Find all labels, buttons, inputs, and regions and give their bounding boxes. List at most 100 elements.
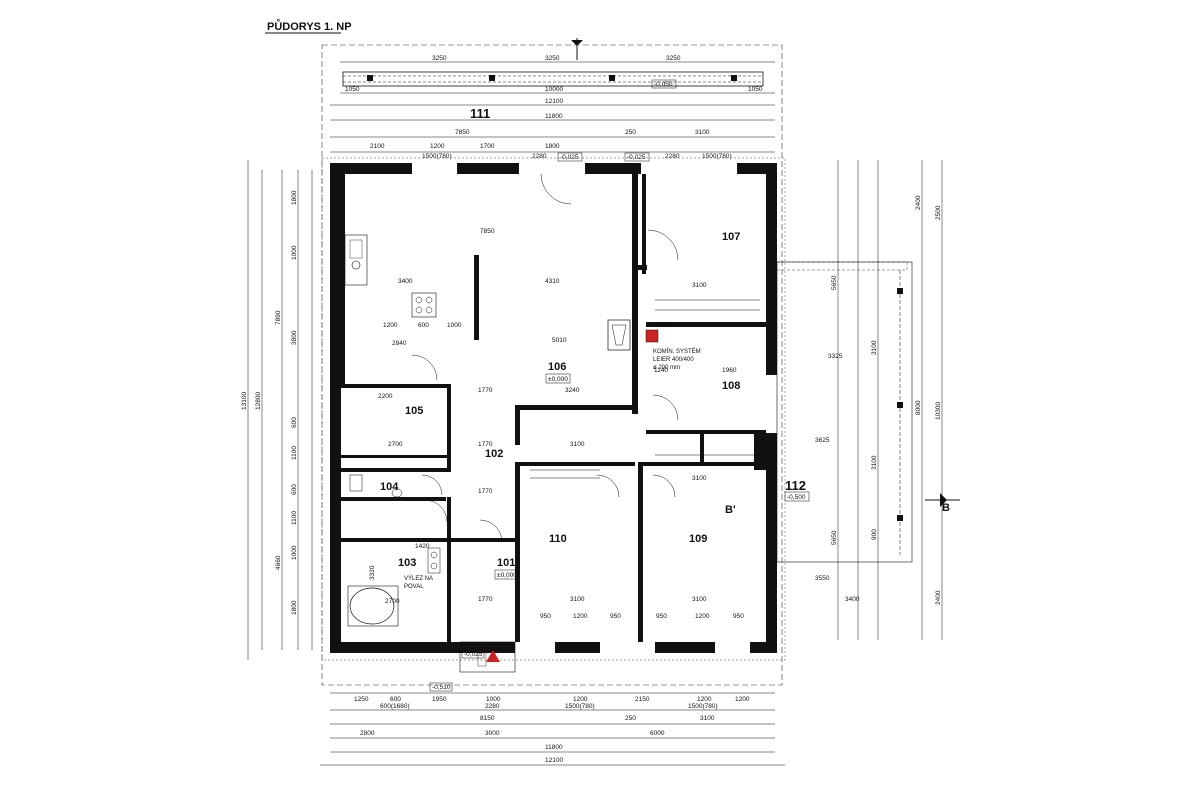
dim-inner-34: 3550 bbox=[815, 575, 830, 582]
right-dimensions bbox=[837, 160, 943, 640]
room-label-105: 105 bbox=[405, 405, 423, 417]
dim-inner-19: 3100 bbox=[692, 596, 707, 603]
dim-right-5: 10300 bbox=[935, 402, 942, 420]
fireplace bbox=[607, 319, 659, 351]
outer-walls bbox=[321, 157, 786, 661]
section-b-label: B bbox=[942, 502, 950, 514]
level-entry: -0,025 bbox=[464, 651, 483, 658]
level-top-right: -0,025 bbox=[627, 154, 646, 161]
dim-top-6b: 2280 bbox=[532, 153, 547, 160]
dim-right-3a: 3100 bbox=[871, 340, 878, 355]
dim-inner-31: 1420 bbox=[415, 543, 430, 550]
dim-inner-20: 3100 bbox=[692, 475, 707, 482]
room-label-107: 107 bbox=[722, 231, 740, 243]
dim-inner-22: 1140 bbox=[654, 367, 668, 374]
dim-bot-1b: 600 bbox=[390, 696, 401, 703]
dim-inner-18: 3100 bbox=[570, 596, 585, 603]
level-top-bar: -0,050 bbox=[654, 81, 673, 88]
interior-walls bbox=[341, 174, 766, 642]
dim-inner-23: 950 bbox=[540, 613, 551, 620]
dim-bot-4a: 2800 bbox=[360, 730, 375, 737]
dim-inner-5: 1000 bbox=[447, 322, 462, 329]
bathtub bbox=[347, 474, 441, 627]
dim-top-3: 12100 bbox=[545, 98, 563, 105]
dim-right-4: 8000 bbox=[915, 400, 922, 415]
dim-inner-28: 950 bbox=[733, 613, 744, 620]
dim-left-1c: 3800 bbox=[291, 330, 298, 345]
dim-inner-17: 3100 bbox=[570, 441, 585, 448]
level-bottom: -0,510 bbox=[432, 684, 451, 691]
note-chimney-3: ø 200 mm bbox=[653, 365, 680, 371]
dim-top-6c: 2280 bbox=[665, 153, 680, 160]
plan-title: PŮDORYS 1. NP bbox=[267, 19, 352, 33]
dim-right-1b: 2500 bbox=[935, 205, 942, 220]
dim-bot-3b: 250 bbox=[625, 715, 636, 722]
dim-top-5f: 250 bbox=[625, 129, 636, 136]
dim-top-5e: 1800 bbox=[545, 143, 560, 150]
dim-inner-30: 3320 bbox=[369, 565, 376, 580]
room-label-101: 101 bbox=[497, 557, 515, 569]
dim-bot-2b: 2280 bbox=[485, 703, 500, 710]
dim-inner-16: 3100 bbox=[692, 282, 707, 289]
inner-dimensions: 7850 3400 1200 600 1000 2840 4310 5010 3… bbox=[369, 228, 860, 620]
dim-right-2b: 5650 bbox=[831, 530, 838, 545]
bottom-dimensions bbox=[320, 692, 785, 766]
dim-top-2c: 1050 bbox=[748, 86, 763, 93]
dim-top-2b: 10000 bbox=[545, 86, 563, 93]
dim-left-3: 12800 bbox=[255, 392, 262, 410]
dim-bot-6: 12100 bbox=[545, 757, 563, 764]
dim-inner-10: 2200 bbox=[378, 393, 393, 400]
stair-hatching bbox=[530, 299, 760, 479]
dim-bot-1f: 2150 bbox=[635, 696, 650, 703]
room-label-112: 112 bbox=[785, 478, 806, 493]
level-106: ±0,000 bbox=[548, 376, 568, 383]
dim-bot-1g: 1200 bbox=[697, 696, 712, 703]
dim-right-2a: 5650 bbox=[831, 275, 838, 290]
pergola-top bbox=[342, 71, 764, 87]
dim-inner-4: 600 bbox=[418, 322, 429, 329]
dim-bot-4c: 6000 bbox=[650, 730, 665, 737]
dim-bot-1d: 1000 bbox=[486, 696, 501, 703]
dim-inner-9: 3240 bbox=[565, 387, 580, 394]
room-label-111: 111 bbox=[470, 106, 490, 121]
dim-bot-3a: 8150 bbox=[480, 715, 495, 722]
dim-top-5g: 3100 bbox=[695, 129, 710, 136]
dim-inner-35: 3400 bbox=[845, 596, 860, 603]
dim-left-1d: 600 bbox=[291, 417, 298, 428]
dim-right-3b: 3100 bbox=[871, 455, 878, 470]
room-label-109: 109 bbox=[689, 533, 707, 545]
dim-left-2b: 4660 bbox=[275, 555, 282, 570]
dim-inner-13: 1770 bbox=[478, 441, 493, 448]
dim-bot-2a: 600(1680) bbox=[380, 703, 410, 710]
dim-top-5b: 1200 bbox=[430, 143, 445, 150]
dim-inner-2: 3400 bbox=[398, 278, 413, 285]
dim-top-1a: 3250 bbox=[432, 55, 447, 62]
dim-bot-1e: 1200 bbox=[573, 696, 588, 703]
room-label-108: 108 bbox=[722, 380, 740, 392]
kitchen-counter bbox=[344, 234, 479, 340]
dim-bot-5: 11800 bbox=[545, 744, 563, 751]
section-b-prime-label: B' bbox=[725, 504, 736, 516]
dim-inner-7: 4310 bbox=[545, 278, 560, 285]
dim-inner-6: 2840 bbox=[392, 340, 407, 347]
note-attic-1: VÝLEZ NA bbox=[404, 575, 433, 582]
level-101: ±0,000 bbox=[497, 572, 517, 579]
dim-bot-2d: 1500(780) bbox=[688, 703, 718, 710]
dim-inner-14: 1770 bbox=[478, 488, 493, 495]
dim-inner-12: 1770 bbox=[478, 387, 493, 394]
note-chimney: KOMÍN. SYSTÉM bbox=[653, 348, 701, 355]
dim-left-4: 13100 bbox=[241, 392, 248, 410]
dim-inner-21: 1960 bbox=[722, 367, 737, 374]
room-label-104: 104 bbox=[380, 481, 399, 493]
left-dimensions bbox=[247, 160, 313, 660]
entry-landing bbox=[459, 641, 516, 673]
dim-right-1c: 2400 bbox=[935, 590, 942, 605]
room-label-106: 106 bbox=[548, 361, 566, 373]
dim-right-1a: 2400 bbox=[915, 195, 922, 210]
dim-top-1c: 3250 bbox=[666, 55, 681, 62]
room-label-103: 103 bbox=[398, 557, 416, 569]
dim-bot-1h: 1200 bbox=[735, 696, 750, 703]
dim-inner-32: 3325 bbox=[828, 353, 843, 360]
top-dimensions bbox=[330, 61, 775, 153]
dim-inner-1: 7850 bbox=[480, 228, 495, 235]
